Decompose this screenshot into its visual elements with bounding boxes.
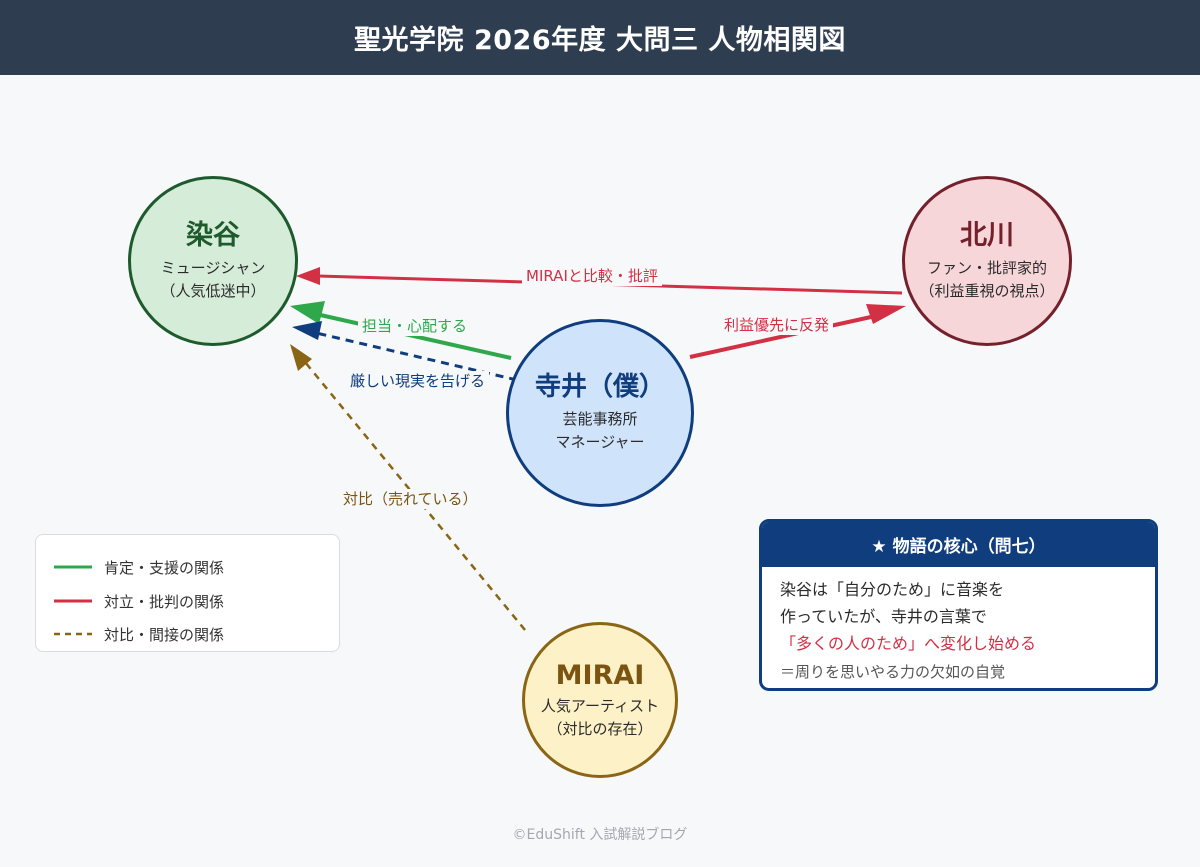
edge-oppose-label: 利益優先に反発: [720, 315, 834, 335]
edge-support-label: 担当・心配する: [358, 316, 472, 336]
node-someya: 染谷 ミュージシャン （人気低迷中）: [128, 176, 298, 346]
edge-contrast-arrowhead: [290, 344, 312, 371]
edge-reality-arrowhead: [292, 321, 322, 340]
legend-label: 対比・間接の関係: [104, 625, 225, 644]
legend-label: 対立・批判の関係: [104, 592, 225, 611]
node-kitagawa-role: ファン・批評家的: [926, 259, 1047, 278]
legend-label: 肯定・支援の関係: [104, 558, 225, 577]
node-someya-status: （人気低迷中）: [160, 281, 266, 300]
node-terai: 寺井（僕） 芸能事務所 マネージャー: [506, 319, 694, 507]
story-core-box: ★ 物語の核心（問七） 染谷は「自分のため」に音楽を 作っていたが、寺井の言葉で…: [759, 519, 1158, 691]
story-core-line: 染谷は「自分のため」に音楽を: [780, 580, 1005, 599]
legend-swatch-dashed-brown: [54, 632, 92, 636]
footer-credit: ©EduShift 入試解説ブログ: [512, 827, 688, 843]
legend: 肯定・支援の関係 対立・批判の関係 対比・間接の関係: [35, 534, 340, 652]
legend-swatch-solid-green: [54, 565, 92, 569]
node-terai-status: マネージャー: [555, 432, 645, 451]
node-mirai: MIRAI 人気アーティスト （対比の存在）: [522, 622, 678, 778]
page-title: 聖光学院 2026年度 大問三 人物相関図: [0, 0, 1200, 75]
story-core-heading: ★ 物語の核心（問七）: [762, 522, 1155, 567]
edge-contrast-label: 対比（売れている）: [339, 489, 482, 509]
story-core-body: 染谷は「自分のため」に音楽を 作っていたが、寺井の言葉で 「多くの人のため」へ変…: [762, 567, 1155, 686]
node-someya-name: 染谷: [186, 219, 240, 251]
edge-support-line: [315, 312, 512, 360]
edge-oppose-arrowhead: [866, 304, 906, 324]
story-core-line: 作っていたが、寺井の言葉で: [780, 607, 987, 626]
story-core-note: ＝周りを思いやる力の欠如の自覚: [780, 663, 1006, 681]
edge-compare-label: MIRAIと比較・批評: [522, 266, 662, 286]
edge-compare-arrowhead: [296, 267, 320, 285]
story-core-highlight: 「多くの人のため」へ変化し始める: [780, 634, 1037, 653]
legend-item-contrast: 対比・間接の関係: [54, 624, 224, 644]
node-kitagawa-name: 北川: [960, 219, 1014, 251]
node-someya-role: ミュージシャン: [160, 259, 266, 278]
node-mirai-name: MIRAI: [555, 659, 645, 691]
edge-reality-label: 厳しい現実を告げる: [346, 371, 490, 391]
node-mirai-role: 人気アーティスト: [540, 697, 660, 716]
edge-oppose-line: [689, 313, 881, 359]
legend-item-support: 肯定・支援の関係: [54, 557, 224, 577]
node-kitagawa: 北川 ファン・批評家的 （利益重視の視点）: [902, 176, 1072, 346]
node-terai-role: 芸能事務所: [562, 410, 638, 429]
node-mirai-status: （対比の存在）: [547, 719, 653, 738]
legend-item-oppose: 対立・批判の関係: [54, 591, 224, 611]
legend-swatch-solid-red: [54, 599, 92, 603]
edge-support-arrowhead: [290, 301, 325, 324]
node-terai-name: 寺井（僕）: [534, 371, 665, 402]
node-kitagawa-status: （利益重視の視点）: [919, 281, 1055, 300]
